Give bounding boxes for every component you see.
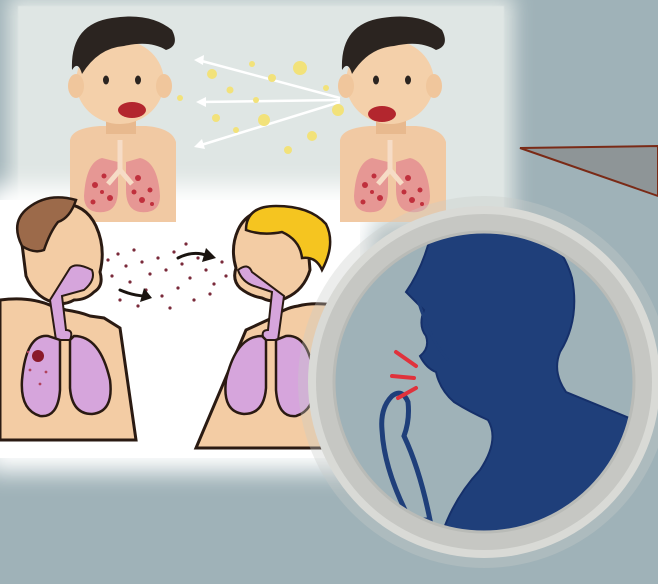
top-left-person <box>68 17 176 223</box>
callout-pointer <box>520 146 658 196</box>
magnifier <box>298 196 658 568</box>
top-right-person <box>338 17 446 223</box>
airborne-particles <box>106 242 227 309</box>
bottom-left-person <box>0 197 136 440</box>
droplet-spray <box>177 55 344 154</box>
